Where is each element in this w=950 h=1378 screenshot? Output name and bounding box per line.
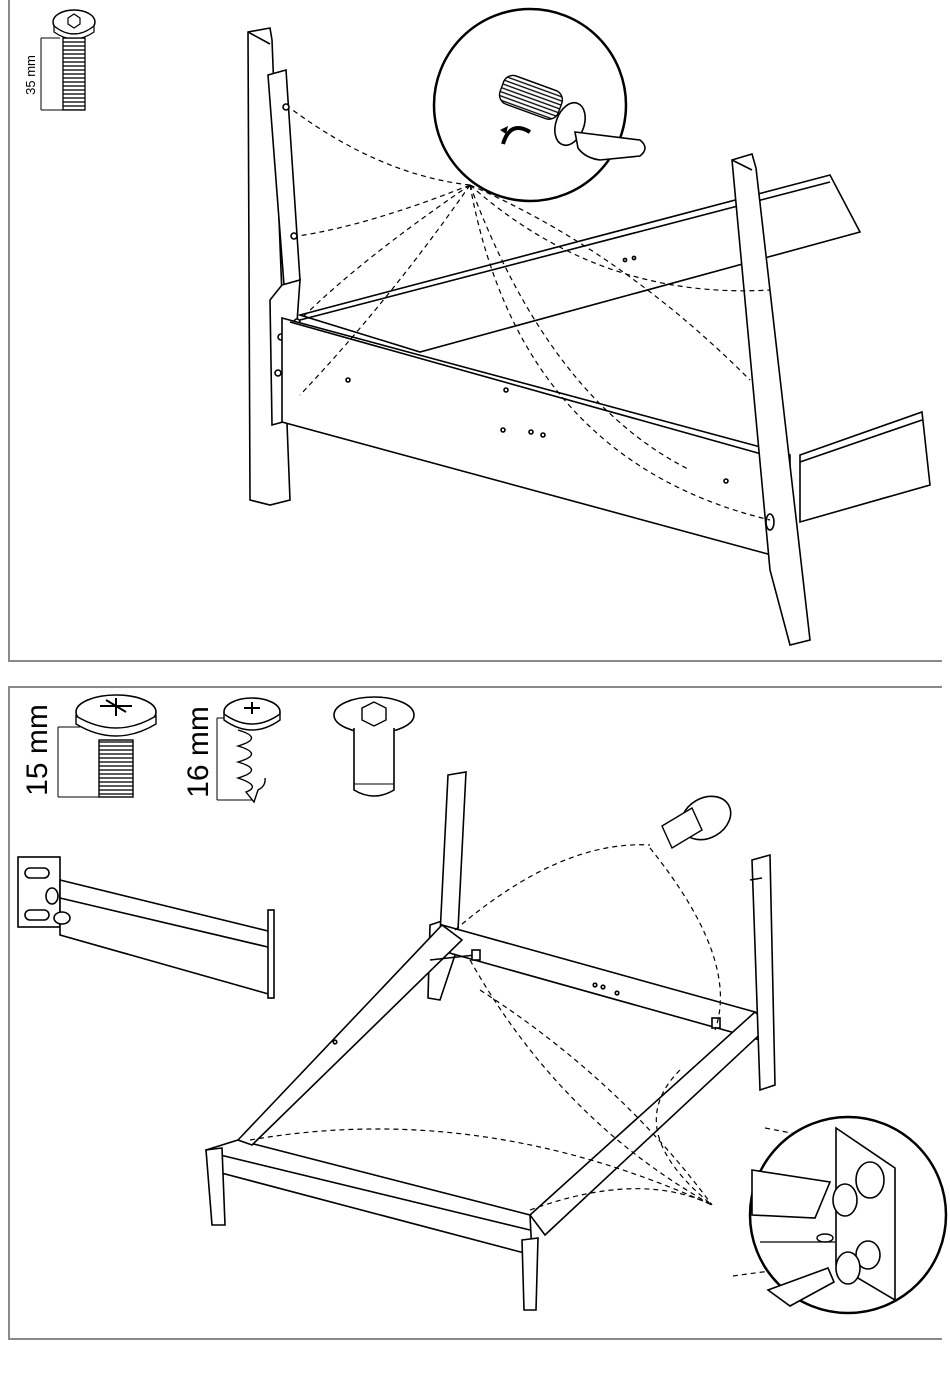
left-bed-post xyxy=(248,28,306,505)
side-rail-upper xyxy=(300,175,860,352)
screw-length-label: 35 mm xyxy=(23,55,38,95)
side-rail-right xyxy=(800,412,930,522)
detail-callout-bolt-icon xyxy=(434,9,645,201)
headboard-panel xyxy=(282,318,790,560)
assembly-step-frame xyxy=(8,686,942,1340)
screw-35mm-icon xyxy=(41,10,95,110)
